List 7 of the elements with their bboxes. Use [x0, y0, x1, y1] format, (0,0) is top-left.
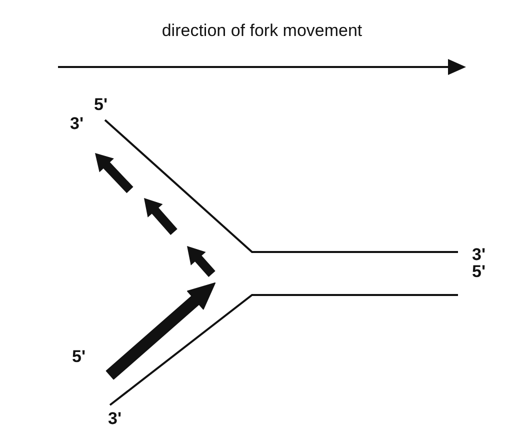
end-label: 5' — [472, 263, 486, 280]
end-label: 5' — [72, 348, 86, 365]
direction-label: direction of fork movement — [162, 22, 362, 39]
end-label: 3' — [108, 410, 122, 427]
end-label: 3' — [70, 115, 84, 132]
end-label: 3' — [472, 246, 486, 263]
end-label: 5' — [94, 96, 108, 113]
